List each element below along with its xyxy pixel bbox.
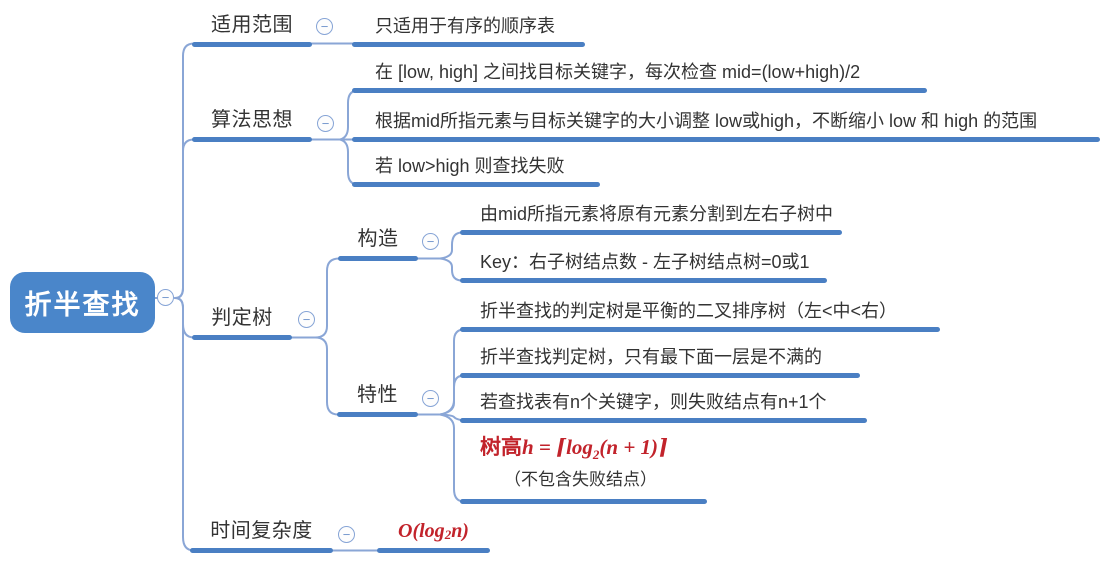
collapse-icon-tree[interactable]: − <box>298 311 315 328</box>
tree-height-cn: 树高 <box>480 436 522 459</box>
node-idea-child-3[interactable]: 若 low>high 则查找失败 <box>352 153 600 187</box>
collapse-icon-construct[interactable]: − <box>422 233 439 250</box>
collapse-icon-complexity[interactable]: − <box>338 526 355 543</box>
node-construct-label[interactable]: 构造 <box>338 227 418 261</box>
node-idea-child-2[interactable]: 根据mid所指元素与目标关键字的大小调整 low或high，不断缩小 low 和… <box>352 108 1100 142</box>
node-scope-child[interactable]: 只适用于有序的顺序表 <box>352 13 585 47</box>
collapse-icon-property[interactable]: − <box>422 390 439 407</box>
tree-height-math-post: (n + 1)⌉ <box>599 435 668 459</box>
node-construct-child-1[interactable]: 由mid所指元素将原有元素分割到左右子树中 <box>460 201 842 235</box>
node-property-child-3[interactable]: 若查找表有n个关键字，则失败结点有n+1个 <box>460 389 867 423</box>
collapse-icon-idea[interactable]: − <box>317 115 334 132</box>
node-property-label[interactable]: 特性 <box>337 383 418 417</box>
tree-height-math-pre: h = ⌈log <box>522 435 593 459</box>
node-tree-label[interactable]: 判定树 <box>192 306 292 340</box>
node-tree-height[interactable]: 树高h = ⌈log2(n + 1)⌉ （不包含失败结点） <box>460 435 707 504</box>
node-idea-child-1[interactable]: 在 [low, high] 之间找目标关键字，每次检查 mid=(low+hig… <box>352 59 927 93</box>
collapse-icon-scope[interactable]: − <box>316 18 333 35</box>
node-scope-label[interactable]: 适用范围 <box>192 13 312 47</box>
root-node[interactable]: 折半查找 <box>10 272 155 333</box>
node-property-child-2[interactable]: 折半查找判定树，只有最下面一层是不满的 <box>460 344 860 378</box>
tree-height-sub: 2 <box>592 447 600 463</box>
node-idea-label[interactable]: 算法思想 <box>192 108 312 142</box>
complexity-pre: O(log <box>398 520 445 542</box>
tree-height-formula: 树高h = ⌈log2(n + 1)⌉ <box>460 435 707 463</box>
complexity-post: n) <box>451 520 469 542</box>
node-property-child-1[interactable]: 折半查找的判定树是平衡的二叉排序树（左<中<右） <box>460 298 940 332</box>
node-complexity-label[interactable]: 时间复杂度 <box>190 519 333 553</box>
collapse-icon-root[interactable]: − <box>157 289 174 306</box>
node-construct-child-2[interactable]: Key：右子树结点数 - 左子树结点树=0或1 <box>460 249 827 283</box>
complexity-sub: 2 <box>444 527 452 543</box>
tree-height-note: （不包含失败结点） <box>504 470 657 490</box>
